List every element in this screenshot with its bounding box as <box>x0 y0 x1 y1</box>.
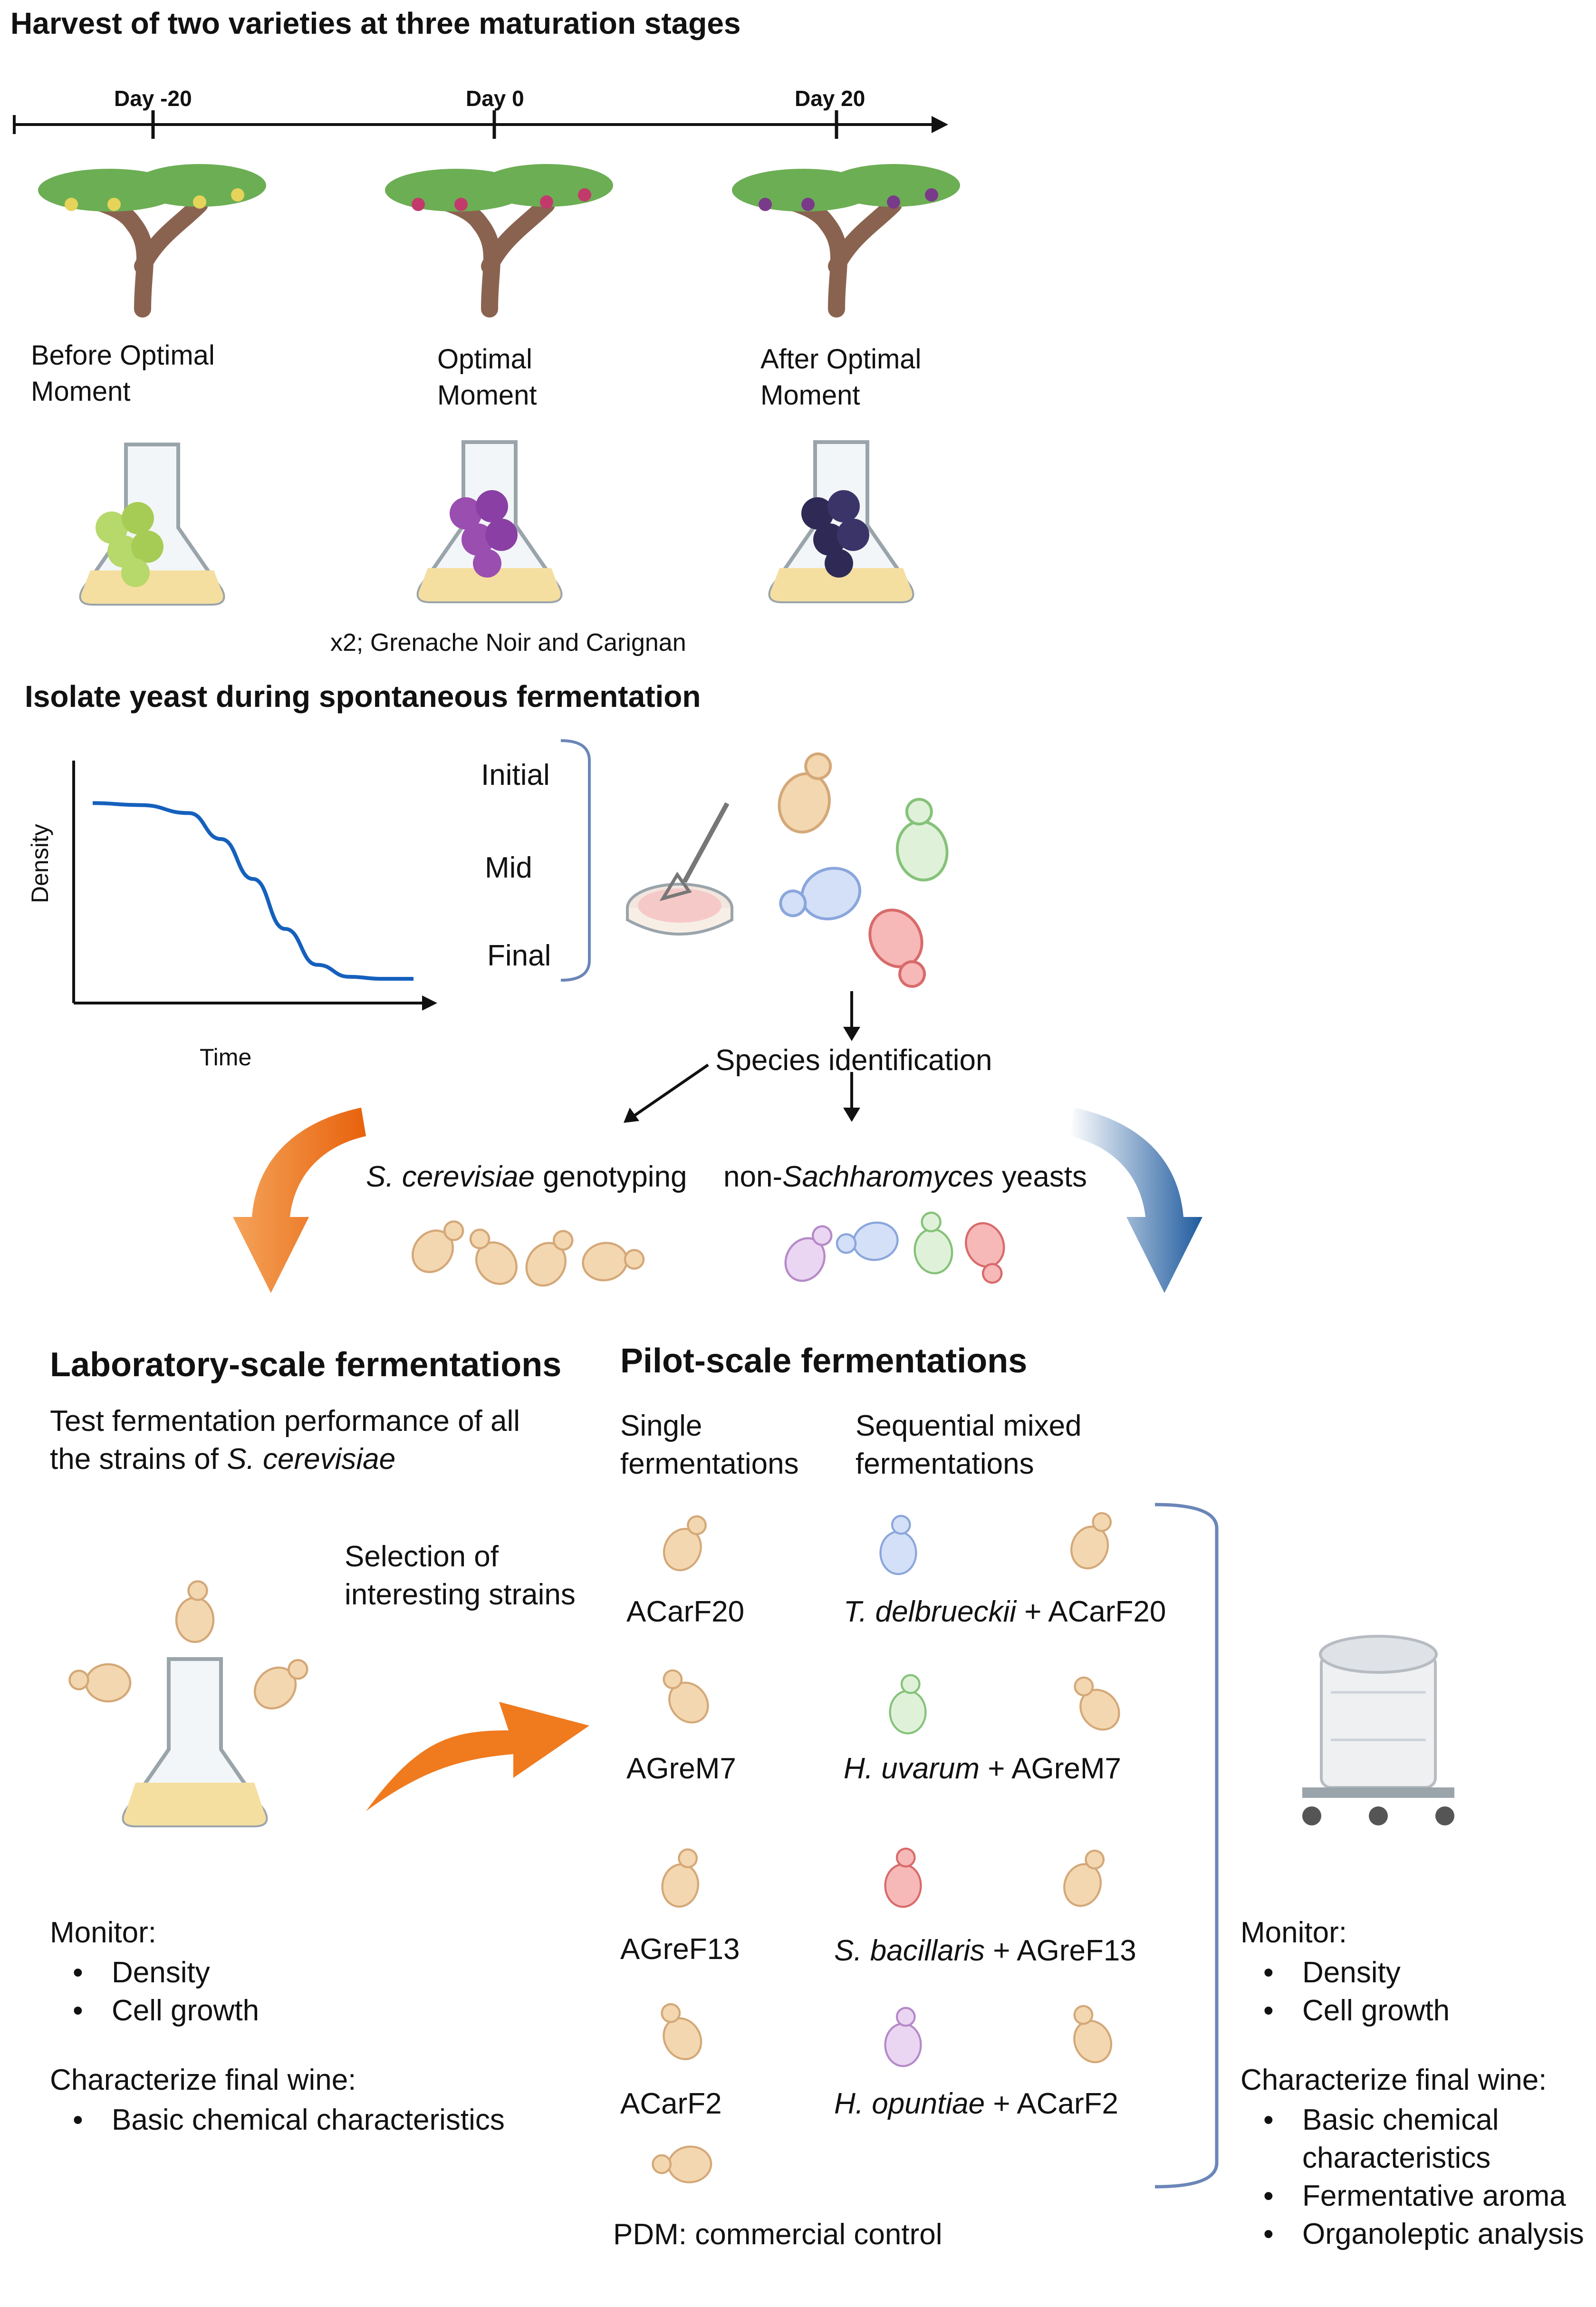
lab-monitor-list: Density Cell growth <box>50 1954 259 2030</box>
timeline-label: Day 20 <box>795 86 865 111</box>
species-identification: Species identification <box>715 1044 992 1077</box>
pilot-bracket <box>1154 1503 1219 2189</box>
timeline-label: Day -20 <box>114 86 192 111</box>
density-curve <box>92 801 413 981</box>
mixed-fermentation-label: H. uvarum + AGreM7 <box>844 1752 1122 1785</box>
yeast-cell-icon <box>247 1648 316 1717</box>
pilot-monitor-heading: Monitor: <box>1240 1916 1347 1949</box>
down-arrow-icon <box>843 1072 860 1122</box>
yeast-cell-icon <box>659 1846 704 1910</box>
chart-ylabel: Density <box>27 824 53 903</box>
section2-title: Isolate yeast during spontaneous ferment… <box>25 679 701 714</box>
lab-monitor-heading: Monitor: <box>50 1916 156 1949</box>
yeast-cell-icon <box>885 1849 921 1907</box>
orange-curved-arrow <box>233 1108 366 1293</box>
timeline-label: Day 0 <box>466 86 524 111</box>
yeast-cell-icon <box>652 2145 712 2185</box>
blue-curved-arrow <box>1069 1108 1202 1293</box>
phase-bracket <box>560 739 591 982</box>
yeast-cell-icon <box>835 1219 901 1266</box>
yeast-cell-icon <box>773 747 841 838</box>
yeast-cell-icon <box>774 860 867 935</box>
lab-flask-icon <box>122 1657 268 1827</box>
yeast-cell-icon <box>176 1582 213 1642</box>
yeast-cell-icon <box>657 1508 714 1576</box>
pilot-title: Pilot-scale fermentations <box>620 1342 1028 1380</box>
yeast-cell-icon <box>519 1222 581 1293</box>
mixed-fermentation-label: T. delbrueckii + ACarF20 <box>844 1595 1166 1628</box>
strain-label: AGreF13 <box>620 1933 740 1966</box>
pilot-monitor-list: Density Cell growth <box>1240 1954 1450 2030</box>
lab-description: Test fermentation performance of all the… <box>50 1405 520 1476</box>
lab-characterize-heading: Characterize final wine: <box>50 2064 356 2096</box>
down-left-arrow-icon <box>624 1063 709 1123</box>
yeast-cell-icon <box>885 2008 921 2066</box>
vine-icon <box>732 164 960 318</box>
yeast-cell-icon <box>881 1516 916 1574</box>
flask-green-grapes-icon <box>79 443 225 606</box>
lab-title: Laboratory-scale fermentations <box>50 1346 562 1384</box>
yeast-cell-icon <box>860 900 943 995</box>
phase-label: Mid <box>485 851 532 884</box>
yeast-cell-icon <box>778 1217 840 1288</box>
yeast-cell-icon <box>960 1218 1016 1287</box>
non-sacch-label: non-Sachharomyces yeasts <box>723 1160 1087 1193</box>
yeast-cell-icon <box>70 1664 131 1701</box>
yeast-cell-icon <box>890 1675 926 1733</box>
yeast-cell-icon <box>580 1236 646 1284</box>
mixed-fermentation-label: H. opuntiae + ACarF2 <box>834 2087 1118 2120</box>
petri-dish-icon <box>626 802 733 936</box>
yeast-cell-icon <box>648 1998 708 2066</box>
flask-dark-grapes-icon <box>768 440 914 603</box>
flask-purple-grapes-icon <box>416 440 563 603</box>
yeast-cell-icon <box>651 1663 716 1730</box>
strain-label: AGreM7 <box>626 1752 736 1785</box>
phase-label: Initial <box>481 759 550 792</box>
density-chart-axes <box>72 761 437 1011</box>
yeast-cell-icon <box>458 1222 525 1292</box>
varieties-note: x2; Grenache Noir and Carignan <box>330 629 686 656</box>
yeast-cell-icon <box>404 1210 472 1280</box>
yeast-cell-icon <box>1058 1844 1112 1911</box>
pilot-characterize-heading: Characterize final wine: <box>1240 2064 1547 2096</box>
section1-title: Harvest of two varieties at three matura… <box>10 6 741 40</box>
down-arrow-icon <box>843 991 860 1041</box>
genotyping-label: S. cerevisiae genotyping <box>366 1160 687 1193</box>
strain-label: ACarF20 <box>626 1595 745 1628</box>
strain-label: ACarF2 <box>620 2087 722 2120</box>
mixed-fermentation-label: S. bacillaris + AGreF13 <box>834 1934 1136 1967</box>
fermentation-tank-icon <box>1302 1635 1454 1825</box>
phase-label: Final <box>487 939 551 972</box>
vine-icon <box>38 164 266 318</box>
yeast-cell-icon <box>889 796 952 884</box>
pilot-characterize-list: Basic chemical characteristics Fermentat… <box>1240 2101 1592 2253</box>
yeast-cell-icon <box>1066 1506 1119 1573</box>
timeline <box>13 110 948 139</box>
lab-characterize-list: Basic chemical characteristics <box>50 2101 505 2139</box>
yeast-cell-icon <box>908 1210 955 1276</box>
orange-selection-arrow <box>366 1702 589 1811</box>
yeast-cell-icon <box>1061 2000 1118 2068</box>
control-label: PDM: commercial control <box>613 2218 942 2251</box>
chart-xlabel: Time <box>200 1044 252 1071</box>
yeast-cell-icon <box>1062 1670 1127 1737</box>
vine-icon <box>385 164 613 318</box>
